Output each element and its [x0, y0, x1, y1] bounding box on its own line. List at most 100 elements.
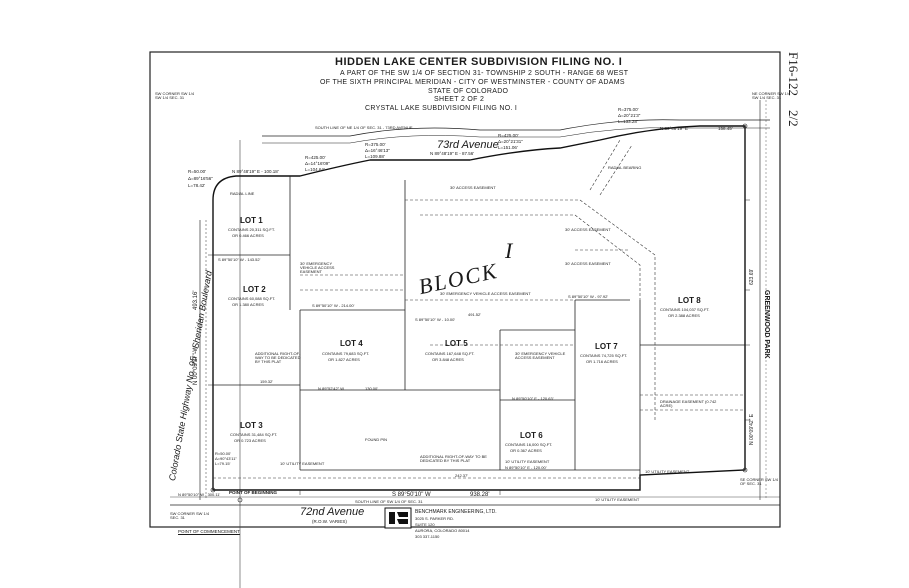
bearing-north-top: N 89°48'19" E - 87.56' — [430, 151, 475, 156]
easement-evac-center: 30' EMERGENCY VEHICLE ACCESS EASEMENT — [440, 291, 531, 296]
curve-top2-l: L=109.88' — [365, 154, 385, 159]
corner-se: SE CORNER SW 1/4 OF SEC. 31 — [740, 477, 779, 486]
bearing-lot1-south: S 89°50'10" W - 143.52' — [218, 257, 261, 262]
easement-evac-lot5: 30' EMERGENCY VEHICLE ACCESS EASEMENT — [515, 351, 566, 360]
lot-2-name: LOT 2 — [243, 285, 266, 294]
north-row-line — [262, 119, 770, 137]
bearing-lot4-dist: 130.00' — [365, 386, 378, 391]
south-row-note: SOUTH LINE OF SW 1/4 OF SEC. 31 — [355, 499, 423, 504]
lot-5-area: CONTAINS 167,648 SQ.FT. — [425, 351, 475, 356]
radial-line: RADIAL LINE — [230, 191, 255, 196]
title-sheet: SHEET 2 OF 2 — [434, 96, 485, 103]
sheet-border — [149, 51, 781, 528]
bearing-north-left: N 89°48'19" E - 100.18' — [232, 169, 279, 174]
lot-2-area: CONTAINS 60,088 SQ.FT. — [228, 296, 276, 301]
bearing-bottom-lot: N 89°50'10" E - 120.00' — [505, 465, 547, 470]
bearing-south-dist: 938.28' — [470, 492, 490, 498]
curve-right-d: Δ=20°21'3" — [618, 113, 641, 118]
curve-lot3-l: L=79.15' — [215, 461, 231, 466]
lot-1-area: CONTAINS 20,311 SQ.FT. — [228, 227, 275, 232]
curve-top3-d: Δ=20°21'31" — [498, 139, 523, 144]
bearing-center-south: S 89°50'10" W - 214.00' — [312, 303, 355, 308]
north-row-line-2 — [262, 127, 770, 144]
engineer-logo — [384, 507, 412, 529]
curve-right-r: R=375.00' — [618, 107, 639, 112]
found-pin: FOUND PIN — [365, 437, 387, 442]
lot-3-acres: OR 0.723 ACRES — [234, 438, 266, 443]
bearing-lot6-north: N 89°50'10" E - 120.63' — [512, 396, 554, 401]
bearing-lot6-dist: 242.37' — [455, 473, 468, 478]
lot-4-area: CONTAINS 79,683 SQ.FT. — [322, 351, 370, 356]
easement-access-top: 30' ACCESS EASEMENT — [450, 185, 496, 190]
lot-5-acres: OR 3.848 ACRES — [432, 357, 464, 362]
corner-sw: SW CORNER SW 1/4 SEC. 31 — [170, 511, 210, 520]
greenwood-park: GREENWOOD PARK — [763, 290, 770, 359]
curve-top2-d: Δ=16°46'13" — [365, 148, 390, 153]
lot-7-name: LOT 7 — [595, 342, 618, 351]
easement-row-lot2: ADDITIONAL RIGHT-OF-WAY TO BE DEDICATED … — [255, 351, 301, 364]
curve-top1-l: L=104.64' — [305, 167, 325, 172]
engineer-address2: SUITE 120 — [415, 522, 435, 527]
lot-1-name: LOT 1 — [240, 216, 263, 225]
curve-left-r: R=50.00' — [188, 169, 206, 174]
lot-5-name: LOT 5 — [445, 339, 468, 348]
corner-nw: SW CORNER SW 1/4 SW 1/4 SEC. 31 — [155, 91, 195, 100]
easement-utility-lot3: 10' UTILITY EASEMENT — [280, 461, 325, 466]
corner-ne: NE CORNER SW 1/4 SW 1/4 SEC. 31 — [752, 91, 791, 100]
bearing-lot3-width: 159.32' — [260, 379, 273, 384]
lot-7-acres: OR 1.716 ACRES — [586, 359, 618, 364]
sheet-fraction: 2/2 — [786, 110, 801, 127]
curve-lot3-d: Δ=90°43'11" — [215, 456, 237, 461]
easement-drainage: DRAINAGE EASEMENT (0.742 ACRE) — [660, 399, 717, 408]
title-line2: OF THE SIXTH PRINCIPAL MERIDIAN - CITY O… — [320, 79, 625, 86]
easement-access-lot7: 30' ACCESS EASEMENT — [565, 261, 611, 266]
title-line1: A PART OF THE SW 1/4 OF SECTION 31- TOWN… — [340, 70, 629, 77]
title-line3: STATE OF COLORADO — [428, 88, 509, 95]
bearing-north-right-dist: 158.45' — [718, 126, 733, 131]
engineer-city: AURORA, COLORADO 80014 — [415, 528, 470, 533]
curve-top2-r: R=375.00' — [365, 142, 386, 147]
curve-top1-d: Δ=14°16'09" — [305, 161, 330, 166]
bearing-pob: N 89°50'10" W - 300.11' — [178, 492, 221, 497]
street-72nd: 72nd Avenue — [300, 506, 365, 518]
curve-lot3-r: R=50.00' — [215, 451, 231, 456]
easement-evac-lot1: 30' EMERGENCY VEHICLE ACCESS EASEMENT — [300, 261, 335, 274]
curve-top1-r: R=425.00' — [305, 155, 326, 160]
lot-2-acres: OR 1.380 ACRES — [232, 302, 264, 307]
point-of-commencement: POINT OF COMMENCEMENT — [178, 529, 240, 534]
lot-6-acres: OR 0.367 ACRES — [510, 448, 542, 453]
curve-top3-l: L=151.06' — [498, 145, 518, 150]
lot-4-name: LOT 4 — [340, 339, 363, 348]
bearing-right-dist: 623.69' — [749, 268, 755, 285]
easement-lines — [213, 139, 745, 479]
street-72nd-row: (R.O.W. VARIES) — [312, 519, 347, 524]
easement-utility-lot6: 10' UTILITY EASEMENT — [505, 459, 550, 464]
street-73rd: 73rd Avenue — [437, 139, 499, 151]
bearing-lot5-width: 491.52' — [468, 312, 481, 317]
curve-left-d: Δ=89°16'56" — [188, 176, 213, 181]
curve-left-l: L=78.42' — [188, 183, 206, 188]
lot-lines — [213, 176, 745, 475]
lot-3-area: CONTAINS 31,484 SQ.FT. — [230, 432, 278, 437]
sheet-code: F16-122 — [786, 52, 801, 97]
bearing-right-edge: N 00°09'42" E — [749, 413, 755, 445]
lot-3-name: LOT 3 — [240, 421, 263, 430]
easement-access-right: 30' ACCESS EASEMENT — [565, 227, 611, 232]
lot-1-acres: OR 0.466 ACRES — [232, 233, 264, 238]
block-number: I — [505, 238, 515, 263]
curve-right-l: L=133.28' — [618, 119, 638, 124]
bearing-west-dist: 493.16' — [193, 290, 199, 311]
engineer-name: BENCHMARK ENGINEERING, LTD. — [415, 509, 497, 515]
title-parent: CRYSTAL LAKE SUBDIVISION FILING NO. I — [365, 105, 518, 112]
curve-top3-r: R=425.00' — [498, 133, 519, 138]
lot-8-name: LOT 8 — [678, 296, 701, 305]
easement-utility-bottom: 10' UTILITY EASEMENT — [595, 497, 640, 502]
lot-7-area: CONTAINS 74,725 SQ.FT. — [580, 353, 628, 358]
engineer-address1: 3025 S. PARKER RD. — [415, 516, 455, 521]
bearing-south: S 89°50'10" W — [392, 492, 431, 498]
bearing-lot5-north: S 89°50'10" W - 10.00' — [415, 317, 456, 322]
bearing-north-right: N 89°48'19" E — [660, 126, 689, 131]
bearing-west: N 00°03'37" W — [193, 345, 199, 385]
